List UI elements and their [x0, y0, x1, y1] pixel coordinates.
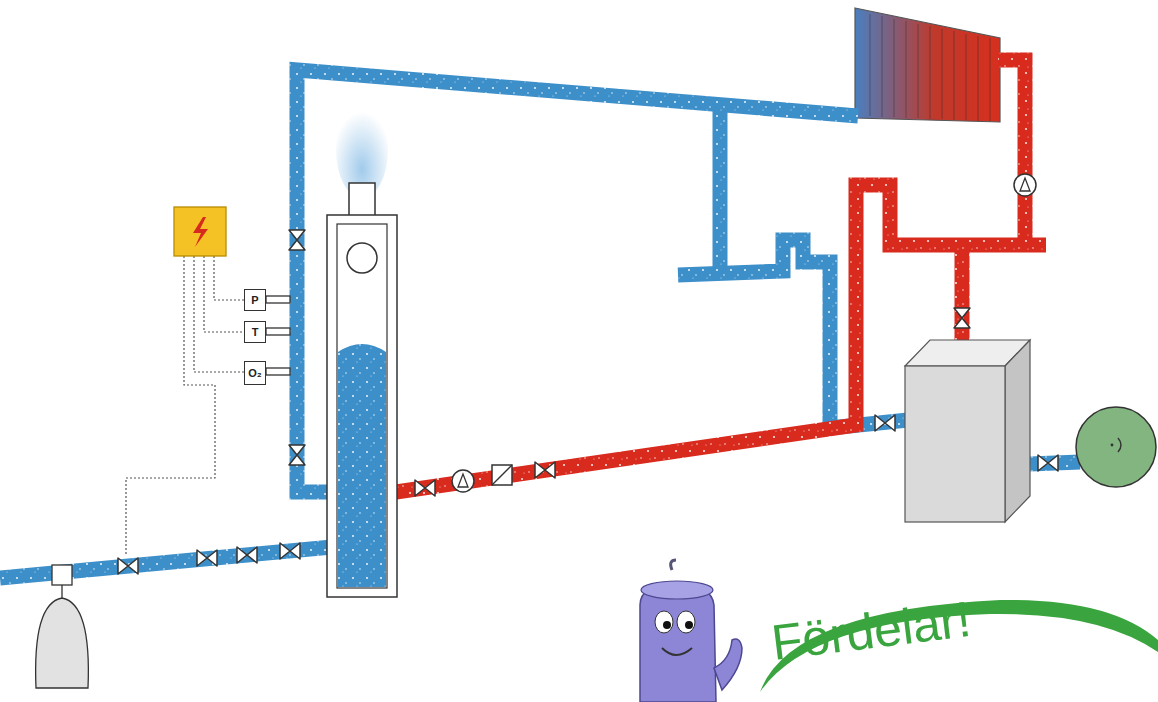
control-box [174, 207, 226, 256]
sensor-box: P [244, 289, 266, 311]
sensor-stub [266, 296, 290, 375]
expansion-vessel [1076, 407, 1156, 487]
radiator [855, 8, 1000, 122]
sensor-box: O₂ [244, 361, 266, 385]
degassing-tank [327, 183, 397, 597]
filter-bag [36, 565, 89, 688]
sensor-label: T [252, 327, 259, 338]
valve [118, 230, 1058, 574]
sensor-label: P [251, 295, 258, 306]
pump [452, 174, 1036, 492]
cold-pipe [0, 70, 1080, 578]
sensor-label: O₂ [248, 368, 261, 379]
signal-wire [126, 256, 244, 556]
mascot [640, 560, 742, 702]
check-valve [492, 465, 512, 485]
sensor-box: T [244, 321, 266, 343]
slogan-text: Fördelar! [769, 594, 974, 668]
boiler [905, 340, 1030, 522]
